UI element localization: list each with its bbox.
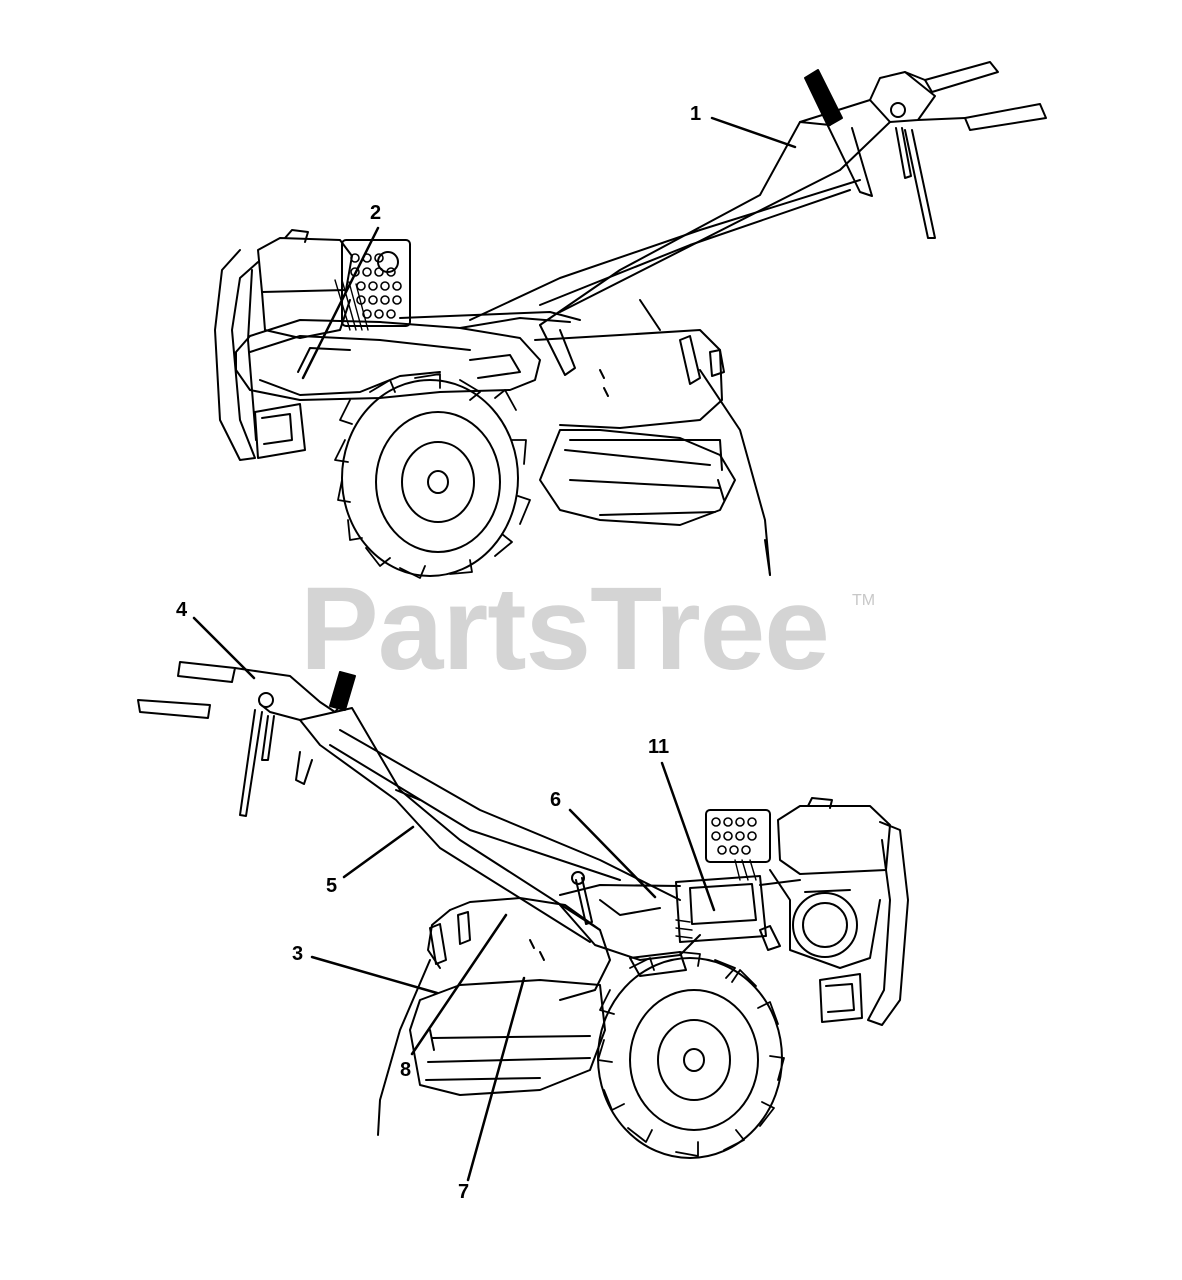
leader-11 (660, 761, 716, 912)
bottom-tiller (137, 661, 909, 1159)
leader-2 (301, 226, 380, 380)
leader-3 (310, 955, 439, 995)
leader-lines (192, 116, 797, 1182)
leader-8 (410, 913, 508, 1056)
leader-5 (342, 825, 415, 879)
callout-1: 1 (690, 103, 702, 125)
leader-1 (710, 116, 797, 149)
watermark-trademark: TM (852, 592, 876, 609)
callout-7: 7 (458, 1181, 470, 1203)
callout-11: 11 (648, 736, 670, 758)
top-tiller (214, 61, 1047, 579)
callout-5: 5 (326, 875, 338, 897)
watermark-brand: PartsTree (300, 563, 830, 695)
callout-8: 8 (400, 1059, 412, 1081)
callout-3: 3 (292, 943, 304, 965)
callout-6: 6 (550, 789, 562, 811)
leader-6 (568, 808, 657, 899)
callout-4: 4 (176, 599, 188, 621)
callout-2: 2 (370, 202, 382, 224)
leader-4 (192, 616, 256, 680)
leader-7 (466, 976, 526, 1182)
